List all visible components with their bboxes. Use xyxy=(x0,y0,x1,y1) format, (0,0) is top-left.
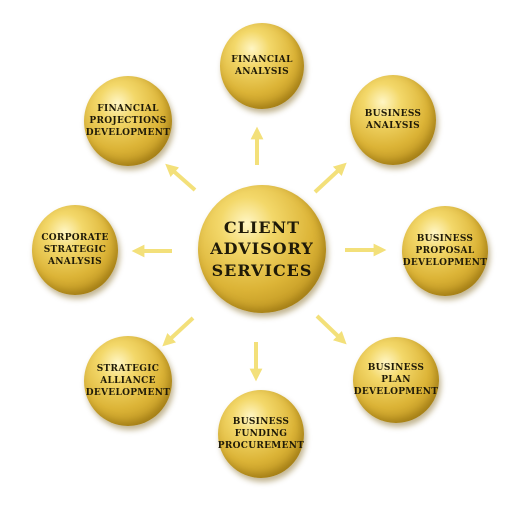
node-label: BUSINESS PLAN DEVELOPMENT xyxy=(353,362,439,398)
arrow-down-left xyxy=(162,316,195,347)
node-financial-projections-development: FINANCIAL PROJECTIONS DEVELOPMENT xyxy=(84,76,172,166)
arrow-down-right xyxy=(315,314,347,345)
node-corporate-strategic-analysis: CORPORATE STRATEGIC ANALYSIS xyxy=(32,205,118,295)
node-label: STRATEGIC ALLIANCE DEVELOPMENT xyxy=(85,363,171,399)
node-label: BUSINESS PROPOSAL DEVELOPMENT xyxy=(402,233,488,269)
arrow-up-right xyxy=(313,162,347,194)
node-client-advisory-services: CLIENT ADVISORY SERVICES xyxy=(198,185,326,313)
node-business-funding-procurement: BUSINESS FUNDING PROCUREMENT xyxy=(218,390,304,478)
node-business-plan-development: BUSINESS PLAN DEVELOPMENT xyxy=(353,337,439,423)
node-label: BUSINESS FUNDING PROCUREMENT xyxy=(217,416,305,452)
node-label: FINANCIAL PROJECTIONS DEVELOPMENT xyxy=(85,103,171,139)
node-label: BUSINESS ANALYSIS xyxy=(364,108,422,131)
node-strategic-alliance-development: STRATEGIC ALLIANCE DEVELOPMENT xyxy=(84,336,172,426)
node-business-proposal-development: BUSINESS PROPOSAL DEVELOPMENT xyxy=(402,206,488,296)
node-label: FINANCIAL ANALYSIS xyxy=(231,54,293,77)
center-label: CLIENT ADVISORY SERVICES xyxy=(210,217,314,280)
arrow-up-left xyxy=(165,163,197,192)
node-financial-analysis: FINANCIAL ANALYSIS xyxy=(220,23,304,109)
node-label: CORPORATE STRATEGIC ANALYSIS xyxy=(41,232,109,268)
node-business-analysis: BUSINESS ANALYSIS xyxy=(350,75,436,165)
